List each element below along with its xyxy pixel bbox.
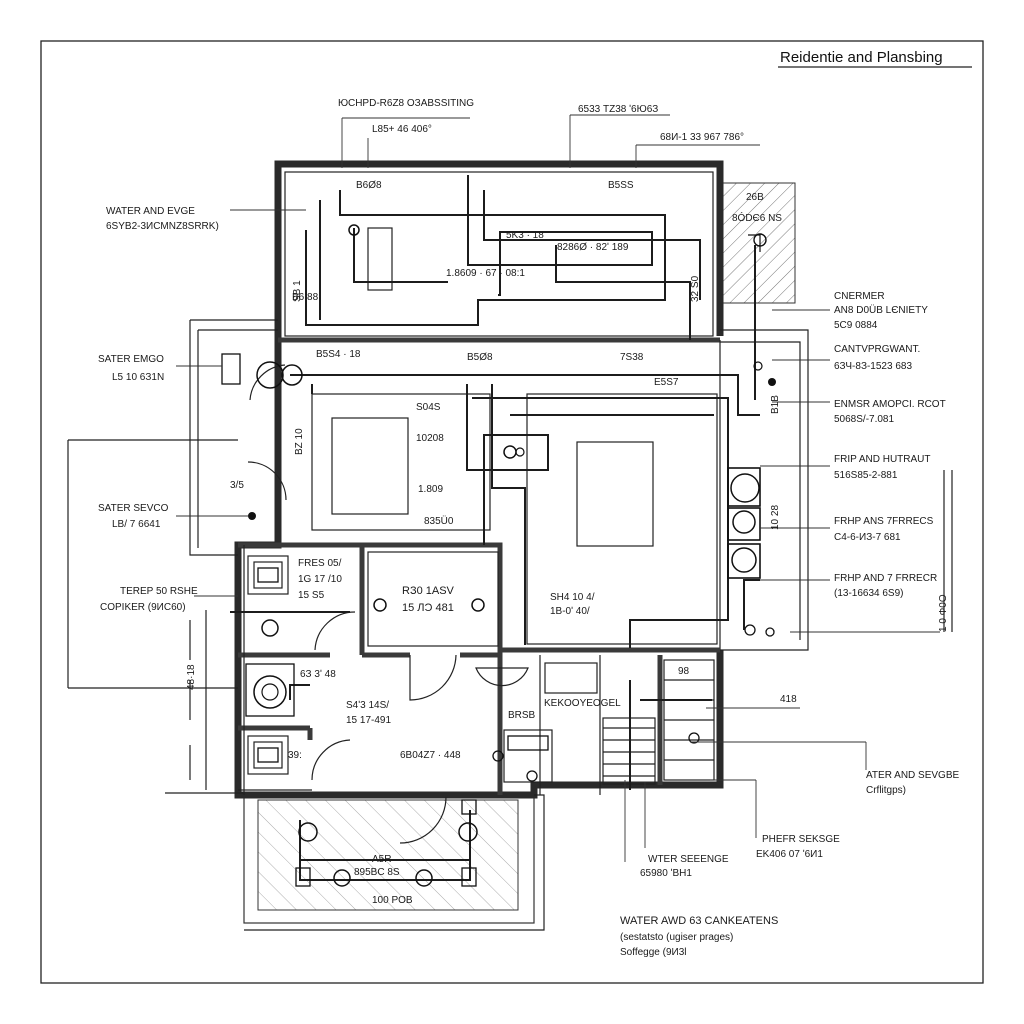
label-cantvp: CANTVPRGWANT. [834, 344, 920, 355]
room-label: E5S7 [654, 377, 679, 388]
label-enmsr-sub: 5068S/-7.081 [834, 414, 894, 425]
label-water-evge-sub: 6SYB2-3ИCMNZ8SRRK) [106, 221, 219, 232]
label-side-vertical: 1 0 Ф0О [938, 594, 949, 632]
room-label: S4ʹ3 14S/ [346, 700, 389, 711]
label-frhp1-sub: C4-6-ИЗ-7 681 [834, 532, 901, 543]
room-label: 10208 [416, 433, 444, 444]
label-frhp2: FRHP AND 7 FRRECR [834, 573, 937, 584]
label-water-evge: WATER AND EVGE [106, 206, 195, 217]
room-label: 895BC 8S [354, 867, 400, 878]
label-frip1: FRIP AND HUTRAUT [834, 454, 931, 465]
label-footer-3: Soffegge (9И3l [620, 947, 687, 958]
label-footer-1: WATER AWD 63 CANKEATENS [620, 915, 778, 927]
label-terep: TEREP 50 RSHE [120, 586, 198, 597]
room-label: 6З 3ʹ 48 [300, 669, 336, 680]
room-label: 3/5 [230, 480, 244, 491]
label-terep-sub: COPIKER (9ИC60) [100, 602, 186, 613]
label-ater-sevgbe-sub: Crflitgps) [866, 785, 906, 796]
label-wter-sub: 65980 ʹBH1 [640, 868, 692, 879]
room-label: A5R [372, 854, 391, 865]
annotation-labels: ЮСНРD-R6Z8 ОЗАВSSITING L85+ 46 406° 6533… [98, 98, 960, 958]
room-label: SH4 10 4/ [550, 592, 595, 603]
label-phefr-sub: EK406 07 ʹ6И1 [756, 849, 823, 860]
room-label: 26B [746, 192, 764, 203]
label-cnermer: CNERMER [834, 291, 885, 302]
room-label: B5S4 · 18 [316, 349, 361, 360]
label-frhp2-sub: (13-16634 6S9) [834, 588, 904, 599]
room-label: B6 88 [292, 292, 319, 303]
room-label: 1.8609 · 67 · 08:1 [446, 268, 525, 279]
label-phefr: PHEFR SEKSGE [762, 834, 840, 845]
label-wter: WTER SEEENGE [648, 854, 729, 865]
room-label: 10 28 [770, 505, 781, 530]
fixtures [221, 224, 776, 887]
label-enmsr: ENMSR AMOPCI. RCOT [834, 399, 946, 410]
stairs [602, 659, 715, 785]
room-label: B1B [770, 395, 781, 414]
dimension-ticks [67, 439, 953, 794]
label-sater-sevco-sub: LB/ 7 6641 [112, 519, 161, 530]
label-cantvp-sub: 6ЗЧ-8З-1523 683 [834, 361, 912, 372]
label-sater-emgo: SATER EMGO [98, 354, 164, 365]
room-label: BRSB [508, 710, 536, 721]
label-top-right-a: 6533 ТZ38 ʹ6Ю6З [578, 104, 658, 115]
room-label: KEKOOYEOGEL [544, 698, 621, 709]
room-label: 32 S0 [690, 275, 701, 302]
label-top-right-b: 68И-1 33 967 786° [660, 132, 744, 143]
label-ater-sevgbe: ATER AND SEVGBE [866, 770, 960, 781]
room-label: BZ 10 [294, 428, 305, 455]
room-label: 8ÓDЄ6 NS [732, 211, 782, 224]
room-label: B5Ø8 [467, 352, 493, 363]
room-label: 39: [288, 750, 302, 761]
room-label: B5SS [608, 180, 634, 191]
room-label: 6B04Z7 · 448 [400, 750, 461, 761]
interior-walls [238, 542, 720, 795]
room-label: 48·18 [186, 664, 197, 690]
room-labels: B6Ø8 B5SS 5K3 · 18 8286Ø · 82ʹ 189 1.860… [186, 180, 797, 906]
room-label: 5K3 · 18 [506, 230, 544, 241]
room-label: 100 POB [372, 895, 413, 906]
room-label: FRES 05/ [298, 558, 342, 569]
room-label: 15 ЛƆ 481 [402, 602, 454, 614]
label-top-center-sub: L85+ 46 406° [372, 124, 432, 135]
plumbing-pipes [230, 175, 760, 881]
label-cnermer-sub2: 5C9 0884 [834, 320, 878, 331]
label-sater-sevco: SATER SEVCO [98, 503, 169, 514]
perimeter-lines [189, 319, 809, 931]
room-label: 1G 17 /10 [298, 574, 342, 585]
label-footer-2: (sestatsto (ugiser prages) [620, 932, 733, 943]
room-label: B6Ø8 [356, 180, 382, 191]
hatched-terrace [257, 799, 519, 911]
room-label: 7S38 [620, 352, 644, 363]
room-label: S04S [416, 402, 441, 413]
drawing-title: Reidentie and Plansbing [780, 49, 943, 66]
label-frhp1: FRHP ANS 7FRRECS [834, 516, 934, 527]
room-label: 1.809 [418, 484, 443, 495]
room-label: 418 [780, 694, 797, 705]
doors [247, 364, 529, 844]
room-label: 98 [678, 666, 690, 677]
label-sater-emgo-sub: L5 10 6З1N [112, 372, 164, 383]
label-cnermer-sub: AN8 D0ÜB LЄNIETY [834, 304, 928, 316]
room-label: 15 17-491 [346, 715, 391, 726]
room-label: 8286Ø · 82ʹ 189 [557, 242, 629, 253]
room-label: 1B-0ʹ 40/ [550, 606, 590, 617]
room-label: 15 S5 [298, 590, 325, 601]
leader-lines [176, 114, 940, 862]
label-frip1-sub: 516S85-2-881 [834, 470, 898, 481]
room-label: SB 1 [292, 280, 303, 302]
label-top-center: ЮСНРD-R6Z8 ОЗАВSSITING [338, 98, 474, 109]
room-label: 835Ü0 [424, 515, 454, 527]
sheet-border [40, 40, 984, 984]
room-label: RЗ0 1ASV [402, 585, 455, 597]
